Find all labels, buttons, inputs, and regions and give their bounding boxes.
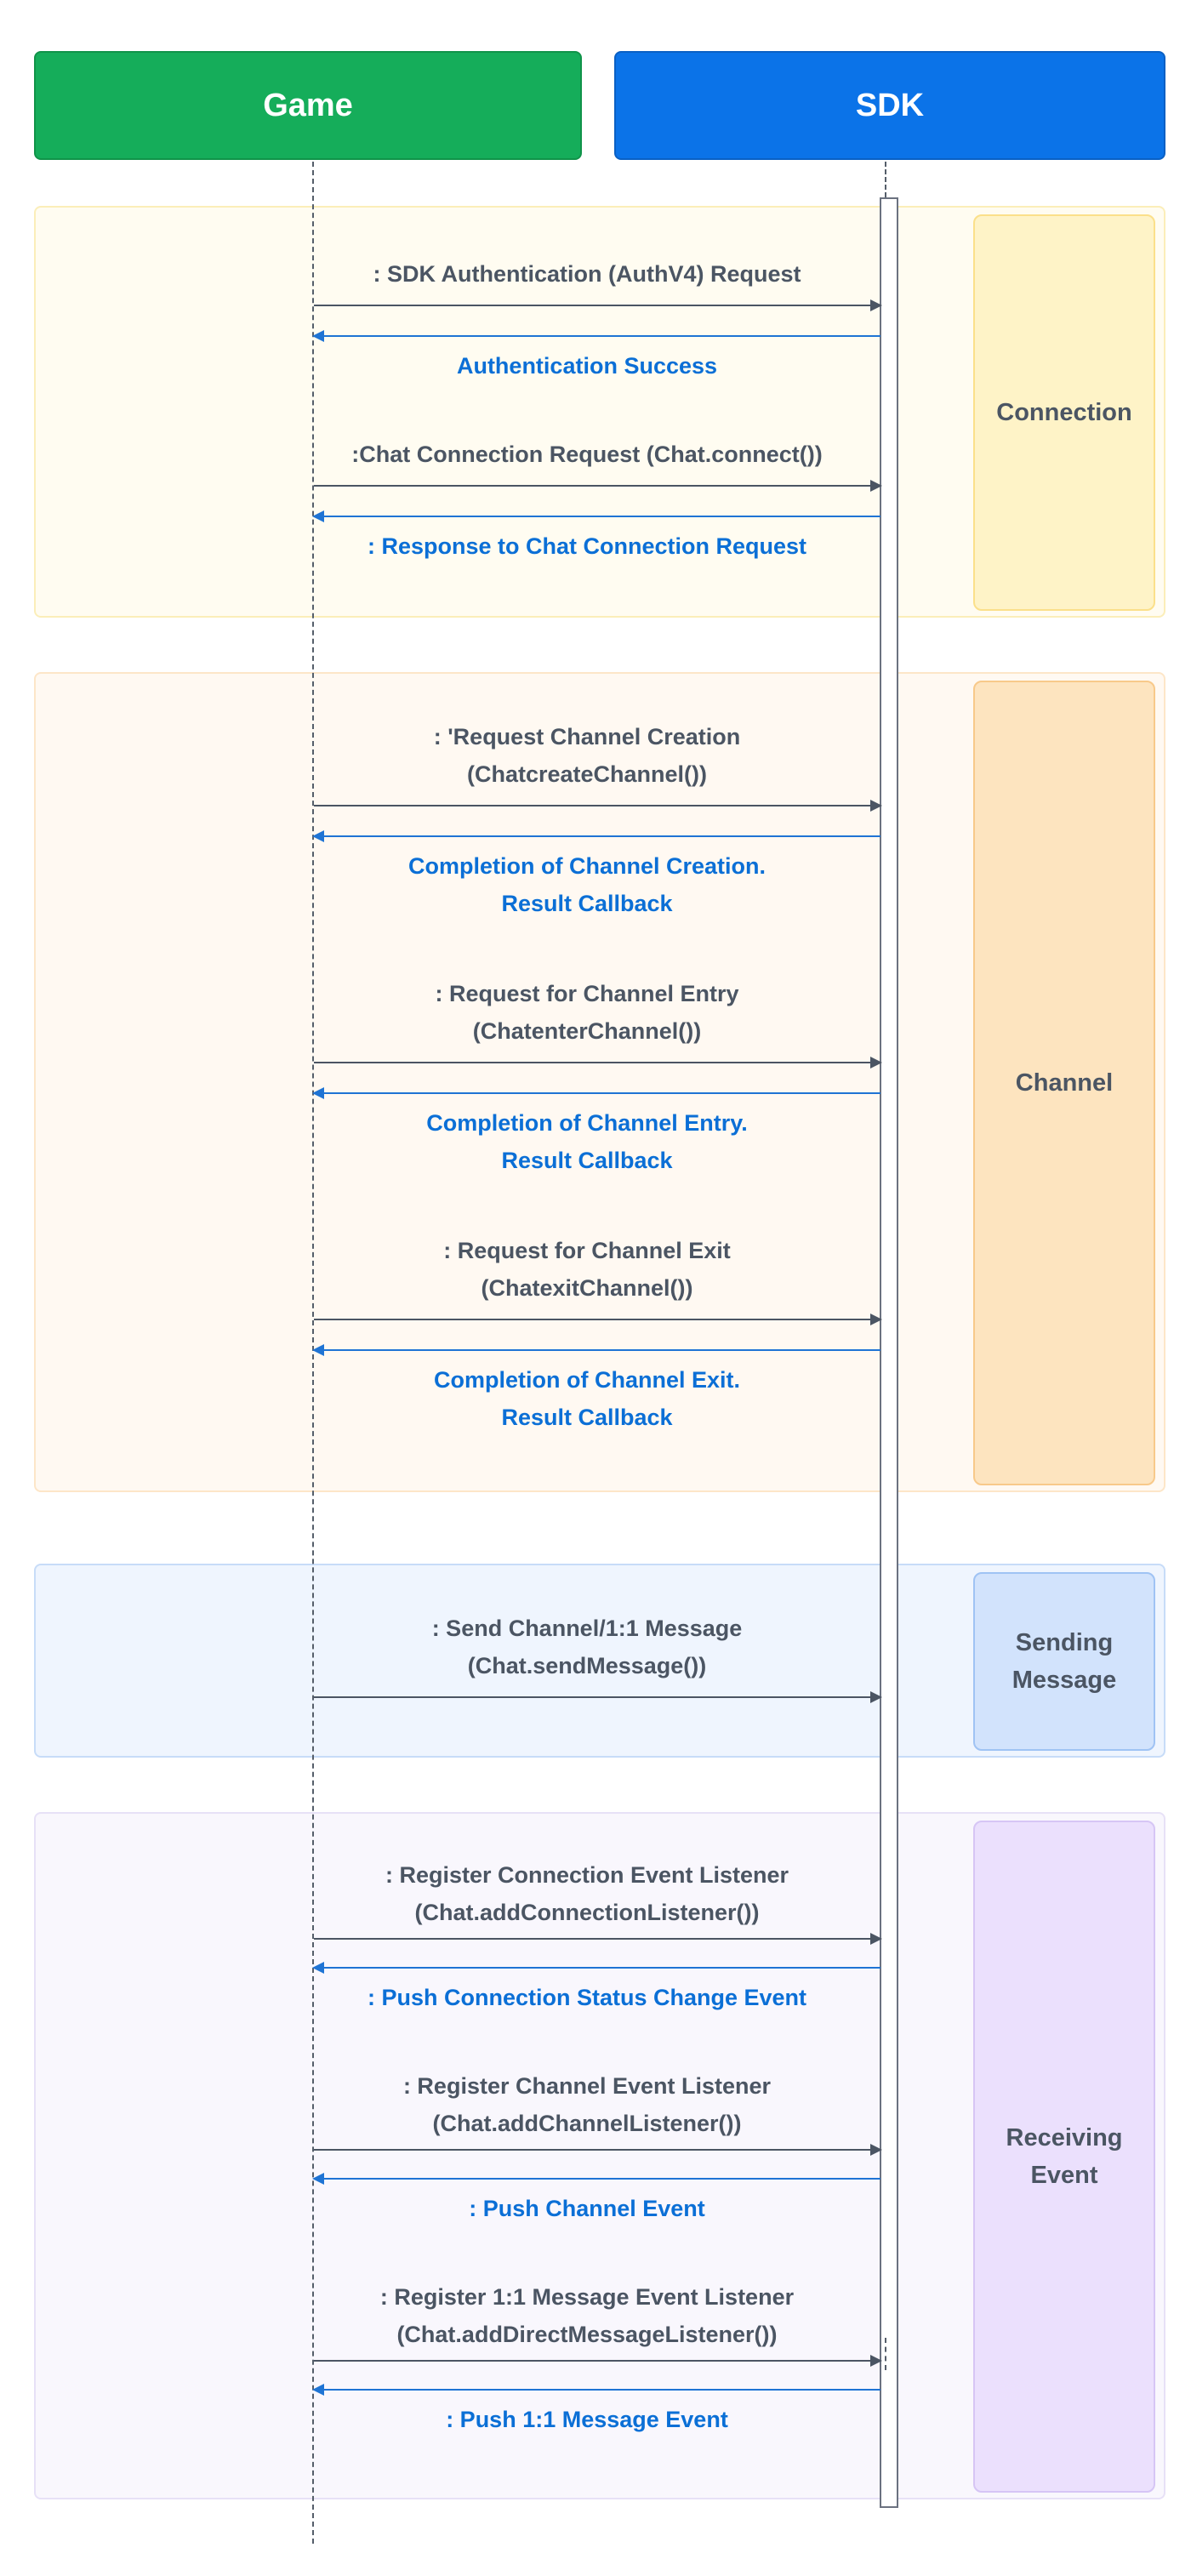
arrow-auth-success — [312, 330, 880, 342]
arrow-push-connection-status — [312, 1962, 880, 1974]
message-push-channel-event: : Push Channel Event — [469, 2196, 705, 2221]
section-label-connection: Connection — [973, 214, 1155, 611]
message-enter-channel-response: Completion of Channel Entry. Result Call… — [426, 1110, 748, 1173]
message-chat-connect-request: :Chat Connection Request (Chat.connect()… — [351, 442, 823, 467]
arrow-exit-channel-response — [312, 1344, 880, 1356]
section-label-channel: Channel — [973, 681, 1155, 1485]
arrow-create-channel-response — [312, 830, 880, 842]
message-create-channel-request: : 'Request Channel Creation (ChatcreateC… — [433, 724, 741, 787]
message-exit-channel-response: Completion of Channel Exit. Result Callb… — [433, 1367, 740, 1430]
arrow-chat-connect-response — [312, 510, 880, 522]
arrow-auth-request — [314, 299, 882, 311]
arrow-enter-channel-request — [314, 1057, 882, 1069]
arrow-create-channel-request — [314, 800, 882, 812]
actor-game: Game — [34, 51, 582, 160]
section-label-receiving-event: Receiving Event — [973, 1821, 1155, 2493]
message-create-channel-response: Completion of Channel Creation. Result C… — [407, 853, 766, 916]
actor-sdk: SDK — [614, 51, 1165, 160]
message-enter-channel-request: : Request for Channel Entry (ChatenterCh… — [435, 981, 739, 1044]
message-register-channel-listener: : Register Channel Event Listener (Chat.… — [402, 2073, 772, 2136]
sdk-activation-bar — [880, 197, 898, 2508]
arrow-enter-channel-response — [312, 1087, 880, 1099]
arrow-push-channel-event — [312, 2173, 880, 2185]
arrow-exit-channel-request — [314, 1314, 882, 1325]
arrow-send-message-request — [314, 1691, 882, 1703]
arrow-register-channel-listener — [314, 2144, 882, 2156]
arrow-register-direct-message-listener — [314, 2355, 882, 2367]
message-chat-connect-response: : Response to Chat Connection Request — [367, 533, 807, 559]
message-auth-success: Authentication Success — [456, 353, 718, 379]
sdk-lifeline-mark — [885, 2338, 886, 2370]
message-register-direct-message-listener: : Register 1:1 Message Event Listener (C… — [379, 2284, 795, 2347]
message-push-direct-message-event: : Push 1:1 Message Event — [446, 2407, 728, 2432]
message-push-connection-status: : Push Connection Status Change Event — [367, 1985, 807, 2010]
message-auth-request: : SDK Authentication (AuthV4) Request — [373, 261, 801, 287]
message-exit-channel-request: : Request for Channel Exit (ChatexitChan… — [443, 1238, 731, 1301]
section-label-sending-message: Sending Message — [973, 1572, 1155, 1751]
arrow-chat-connect-request — [314, 480, 882, 492]
arrow-push-direct-message-event — [312, 2384, 880, 2396]
message-send-message-request: : Send Channel/1:1 Message (Chat.sendMes… — [431, 1616, 743, 1678]
arrow-register-connection-listener — [314, 1933, 882, 1945]
sdk-lifeline — [885, 162, 886, 197]
message-register-connection-listener: : Register Connection Event Listener (Ch… — [385, 1862, 789, 1925]
